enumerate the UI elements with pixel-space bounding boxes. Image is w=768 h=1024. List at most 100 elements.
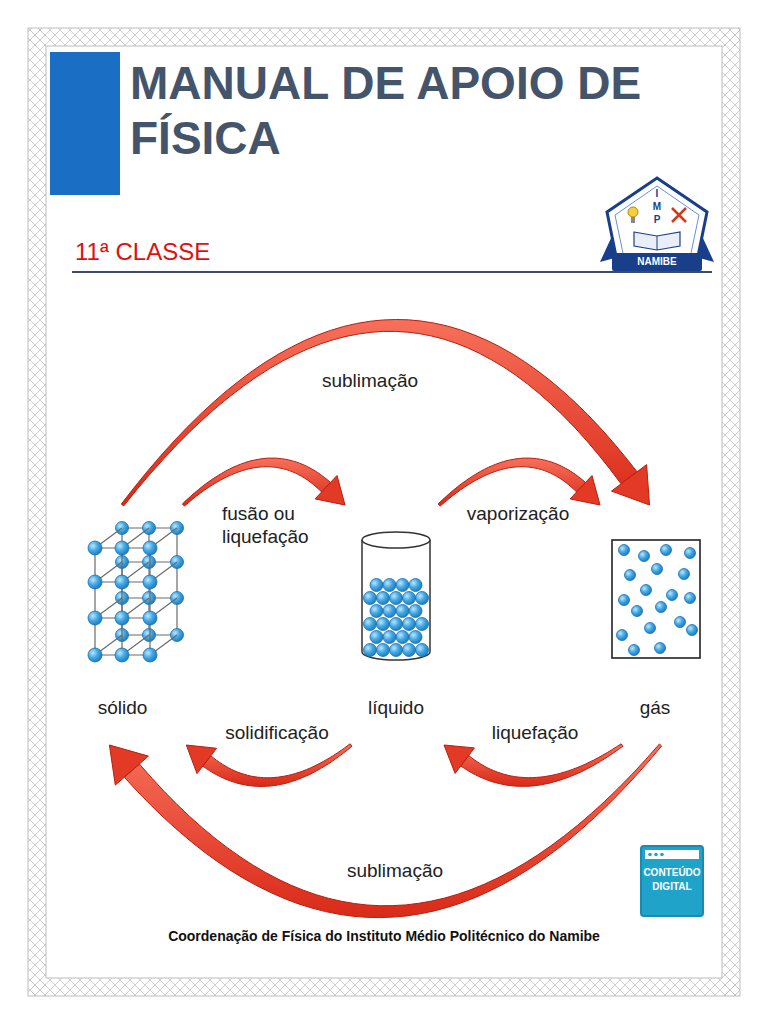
lattice-line xyxy=(121,548,122,655)
particle xyxy=(661,545,672,556)
particle xyxy=(115,575,129,589)
arrow-body xyxy=(438,458,585,506)
particle xyxy=(115,648,129,662)
particle xyxy=(639,551,650,562)
arrow-head xyxy=(570,476,600,506)
particle xyxy=(143,611,157,625)
particle xyxy=(403,592,416,605)
particle xyxy=(390,592,403,605)
state-label: líquido xyxy=(336,697,456,719)
particle xyxy=(115,611,129,625)
particle xyxy=(383,605,396,618)
particle xyxy=(364,592,377,605)
particle xyxy=(629,645,640,656)
particle xyxy=(641,585,652,596)
arrow-body xyxy=(124,744,661,918)
frame-band xyxy=(28,28,46,996)
particle xyxy=(370,631,383,644)
frame-band xyxy=(722,28,740,996)
particle xyxy=(370,605,383,618)
particle xyxy=(364,644,377,657)
particle xyxy=(88,611,102,625)
particle xyxy=(655,643,666,654)
arrow-body xyxy=(461,744,623,787)
arrow-head xyxy=(315,476,345,506)
arrow-head xyxy=(444,745,474,773)
transition-arrow xyxy=(186,744,352,787)
state-node: líquido xyxy=(336,505,456,745)
particle xyxy=(409,605,422,618)
particle xyxy=(687,625,698,636)
document-title: MANUAL DE APOIO DE FÍSICA xyxy=(130,56,650,166)
particle xyxy=(675,617,686,628)
particle xyxy=(409,631,422,644)
particle xyxy=(383,579,396,592)
particle xyxy=(370,579,383,592)
particle xyxy=(416,592,429,605)
state-label: sólido xyxy=(50,697,195,719)
rule-line xyxy=(72,271,712,273)
arrow-body xyxy=(203,744,352,787)
particle xyxy=(143,648,157,662)
particle xyxy=(390,618,403,631)
particle xyxy=(625,570,636,581)
transition-arrow xyxy=(444,744,623,787)
particle xyxy=(115,541,129,555)
transition-label: liquefação xyxy=(482,722,588,745)
particle xyxy=(403,618,416,631)
beaker-rim xyxy=(362,532,430,548)
logo-letter: M xyxy=(651,201,663,212)
particle xyxy=(403,644,416,657)
transition-arrow xyxy=(109,744,661,918)
particle xyxy=(685,593,696,604)
particle xyxy=(679,569,690,580)
particle xyxy=(685,548,696,559)
particle xyxy=(619,595,630,606)
particle xyxy=(632,606,643,617)
logo-banner-text: NAMIBE xyxy=(612,256,702,267)
lattice-line xyxy=(149,548,150,655)
state-label: gás xyxy=(600,697,710,719)
transition-label: vaporização xyxy=(455,503,581,526)
gas-container xyxy=(612,540,700,658)
logo-letter: P xyxy=(651,214,663,225)
transition-label: solidificação xyxy=(212,722,342,745)
frame-band xyxy=(28,978,740,996)
footer-caption: Coordenação de Física do Instituto Médio… xyxy=(60,928,708,944)
logo-letter: I xyxy=(651,188,663,199)
frame-band xyxy=(28,28,740,46)
arrow-head xyxy=(612,465,650,505)
particle xyxy=(619,545,630,556)
arrow-head xyxy=(186,745,216,774)
transition-arrow xyxy=(121,320,649,506)
digital-content-badge xyxy=(641,846,703,916)
arrow-head xyxy=(109,745,148,785)
particle xyxy=(396,631,409,644)
particle xyxy=(617,630,628,641)
class-label: 11ª CLASSE xyxy=(75,238,210,266)
title-bar xyxy=(50,52,120,195)
school-logo xyxy=(600,178,714,271)
particle xyxy=(364,618,377,631)
transition-arrow xyxy=(182,458,345,506)
particle xyxy=(377,644,390,657)
particle xyxy=(390,644,403,657)
particle xyxy=(88,541,102,555)
particle xyxy=(416,618,429,631)
particle xyxy=(396,579,409,592)
state-node: sólido xyxy=(50,505,195,745)
particle xyxy=(652,564,663,575)
lattice-line xyxy=(94,548,95,655)
particle xyxy=(383,631,396,644)
particle xyxy=(143,575,157,589)
particle xyxy=(88,575,102,589)
arrow-body xyxy=(121,320,637,506)
transition-label: sublimação xyxy=(320,860,470,883)
transition-label: sublimação xyxy=(300,370,440,393)
particle xyxy=(667,590,678,601)
particle xyxy=(416,644,429,657)
particle xyxy=(143,541,157,555)
badge-text: CONTEÚDO DIGITAL xyxy=(641,866,703,893)
frame-outline xyxy=(46,46,722,978)
